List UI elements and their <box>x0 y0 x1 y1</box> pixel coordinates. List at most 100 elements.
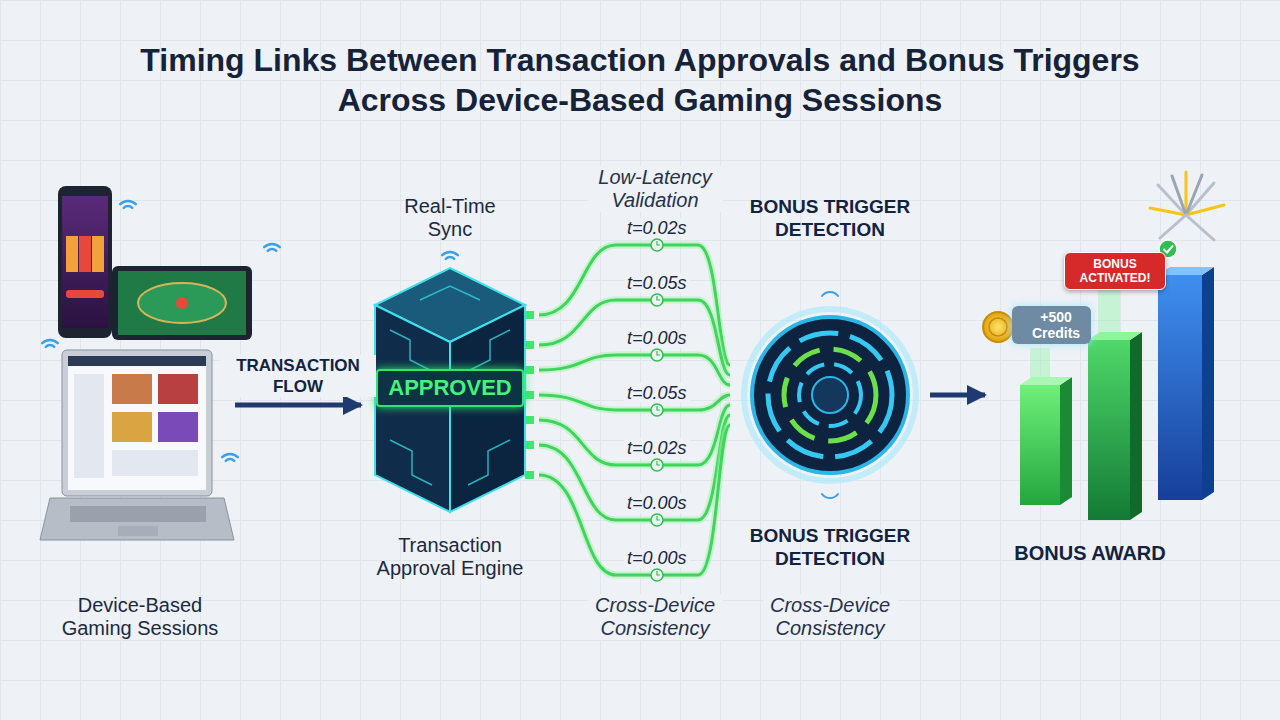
node-heading: BONUS AWARD <box>1014 542 1165 565</box>
tablet-screen <box>118 271 246 335</box>
bar-front <box>1020 385 1060 505</box>
clock-icon <box>651 294 663 306</box>
timing-label: t=0.00s <box>624 328 690 348</box>
circuit-trace <box>420 286 480 300</box>
detector-core <box>812 377 848 413</box>
wifi-arc <box>42 340 58 343</box>
timing-link <box>539 425 730 575</box>
slot-reel <box>66 236 78 272</box>
timing-link <box>539 415 730 520</box>
clock-hands <box>657 296 660 300</box>
detector-glow <box>744 309 916 481</box>
coin-rim <box>989 318 1007 336</box>
firework-ray <box>1186 175 1202 215</box>
table-felt <box>138 283 226 323</box>
wifi-arc <box>268 249 276 251</box>
firework-ray <box>1186 205 1224 215</box>
bar-top <box>1020 377 1072 385</box>
slot-reel <box>79 236 91 272</box>
game-tile <box>112 374 152 404</box>
pin <box>525 471 534 479</box>
bar-front <box>1088 340 1130 520</box>
cube-pins <box>525 311 534 479</box>
clock-hands <box>657 461 660 465</box>
clock-hands <box>657 406 660 410</box>
check-mark <box>1164 246 1174 253</box>
flow-arrow <box>930 393 985 398</box>
game-tile <box>112 450 198 476</box>
timing-label: t=0.02s <box>624 438 690 458</box>
bar-top <box>1088 332 1142 340</box>
timing-label: t=0.02s <box>624 218 690 238</box>
timing-label: t=0.00s <box>624 548 690 568</box>
annotation: Cross-Device Consistency <box>588 594 723 640</box>
phone-body <box>58 186 112 338</box>
credit-badge: +500 Credits <box>1012 306 1091 344</box>
wifi-arc <box>226 459 234 461</box>
timing-label: t=0.05s <box>624 273 690 293</box>
clock-hands <box>657 571 660 575</box>
wave-arc <box>822 292 838 296</box>
clock-hands <box>657 241 660 245</box>
connector-glow <box>539 415 730 520</box>
flow-arrow <box>235 403 361 408</box>
detector-ring <box>784 349 876 441</box>
bonus-award: BONUS AWARD +500 Credits BONUS ACTIVATED! <box>985 160 1225 565</box>
wave-arc <box>822 494 838 498</box>
timing-label: t=0.00s <box>624 493 690 513</box>
chip <box>176 297 188 309</box>
detector-ring <box>799 364 861 426</box>
detector-waves <box>822 292 838 498</box>
sidebar <box>74 374 104 478</box>
laptop-screen <box>68 356 206 490</box>
wifi-arc <box>124 206 132 208</box>
timing-link <box>539 355 730 385</box>
wifi-arc <box>264 244 280 247</box>
laptop-base <box>40 498 234 540</box>
game-tile <box>158 374 198 404</box>
phone-screen <box>62 196 108 328</box>
clock-icon <box>651 569 663 581</box>
game-tile <box>158 412 198 442</box>
timing-link <box>539 245 730 365</box>
pin <box>525 341 534 349</box>
pin <box>525 441 534 449</box>
firework-ray <box>1186 215 1214 240</box>
clock-icon <box>651 459 663 471</box>
wifi-arc <box>120 201 136 204</box>
node-heading: BONUS ACTIVATED! <box>1073 257 1157 285</box>
node-heading: +500 Credits <box>1028 309 1084 341</box>
clock-icon <box>651 404 663 416</box>
firework-ray <box>1172 176 1186 215</box>
laptop-lid <box>62 350 212 496</box>
pin <box>525 416 534 424</box>
annotation: Cross-Device Consistency <box>763 594 898 640</box>
bar-side <box>1060 377 1072 505</box>
circuit-trace <box>468 440 510 485</box>
approval-engine: Real-Time SyncAPPROVEDTransaction Approv… <box>361 195 539 580</box>
cube-right <box>450 305 525 512</box>
slot-button <box>66 290 104 298</box>
bar-top <box>1158 267 1214 275</box>
wifi-arc <box>442 252 458 255</box>
firework-ray <box>1160 215 1186 238</box>
device-group: Device-Based Gaming Sessions <box>45 170 235 640</box>
connector-glow <box>539 425 730 575</box>
clock-icon <box>651 239 663 251</box>
node-heading: Device-Based Gaming Sessions <box>58 594 223 640</box>
node-heading: Real-Time Sync <box>395 195 505 241</box>
wifi-arc <box>222 454 238 457</box>
clock-icon <box>651 514 663 526</box>
keyboard <box>70 506 206 522</box>
flow-label: TRANSACTION FLOW <box>220 355 376 397</box>
connector-glow <box>539 355 730 385</box>
annotation: Low-Latency Validation <box>588 166 723 212</box>
node-text: Transaction Approval Engine <box>365 534 535 580</box>
node-heading: BONUS TRIGGER DETECTION <box>735 195 925 241</box>
pin <box>525 391 534 399</box>
slot-reel <box>92 236 104 272</box>
detector-ring <box>768 333 892 457</box>
detector-disc <box>752 317 908 473</box>
circuit-trace <box>390 330 430 370</box>
